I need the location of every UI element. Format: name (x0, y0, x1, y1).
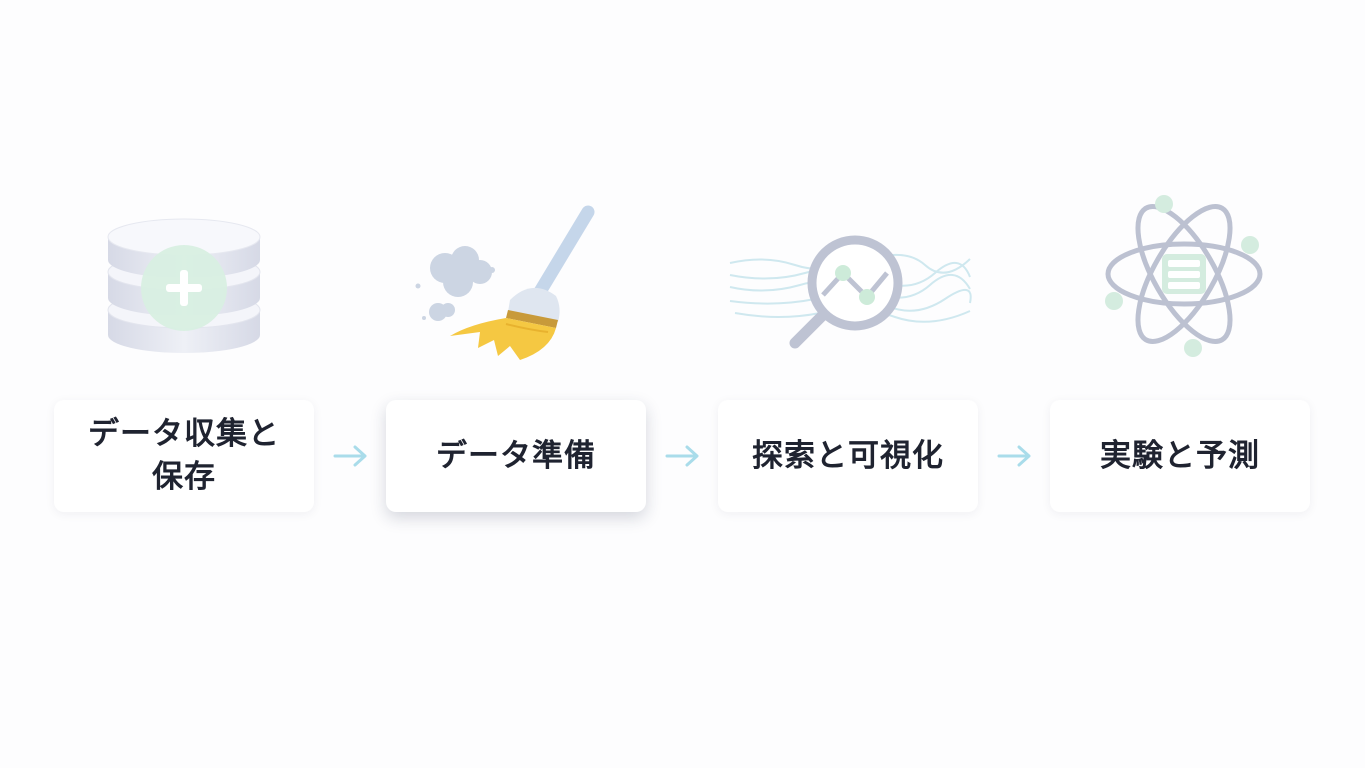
step-label: 実験と予測 (1100, 437, 1260, 474)
step-card-collect-store: データ収集と保存 (54, 400, 314, 512)
step-card-data-prep: データ準備 (386, 400, 646, 512)
database-plus-icon (100, 210, 270, 360)
step-label: データ準備 (436, 437, 596, 474)
arrow-right-icon (333, 445, 367, 467)
arrow-right-icon (665, 445, 699, 467)
magnifier-chart-icon (725, 225, 975, 355)
step-card-explore-visualize: 探索と可視化 (718, 400, 978, 512)
step-label: 探索と可視化 (752, 437, 944, 474)
step-card-experiment-predict: 実験と予測 (1050, 400, 1310, 512)
step-label: データ収集と保存 (88, 416, 280, 495)
arrow-right-icon (997, 445, 1031, 467)
atom-server-icon (1100, 190, 1270, 360)
broom-icon (410, 200, 600, 365)
